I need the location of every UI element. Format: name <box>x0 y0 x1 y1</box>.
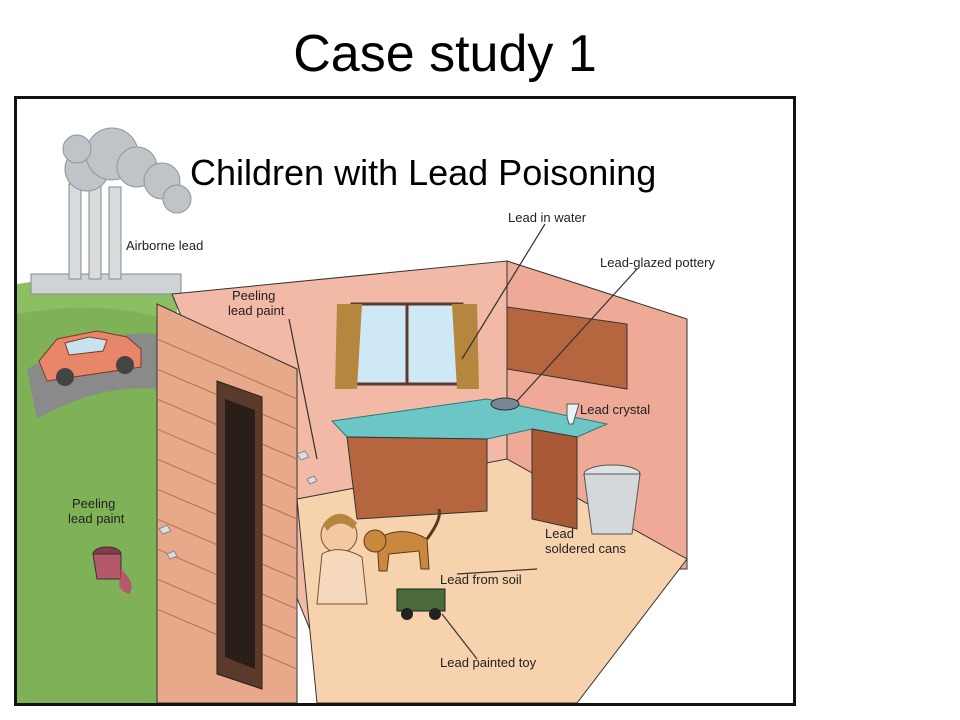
callout-lines <box>288 223 638 660</box>
label-peeling-paint-lower-line1: Peeling <box>72 496 116 511</box>
slide-title: Case study 1 <box>293 25 597 83</box>
curtain-left <box>335 304 362 389</box>
slide-subtitle: Children with Lead Poisoning <box>190 152 657 193</box>
upper-cabinets <box>506 306 628 390</box>
label-peeling-paint-upper-line2: lead paint <box>228 303 285 318</box>
smokestack-middle <box>88 176 102 280</box>
label-lead-in-water: Lead in water <box>508 210 587 225</box>
label-airborne-lead: Airborne lead <box>126 238 204 253</box>
car <box>38 330 142 386</box>
paint-chips <box>158 450 318 560</box>
lower-cabinets-right <box>531 428 578 530</box>
label-peeling-paint-lower-line2: lead paint <box>68 511 125 526</box>
illustration-frame <box>14 96 796 706</box>
crystal-glass <box>566 403 580 425</box>
painted-toy <box>396 588 446 620</box>
factory-base <box>30 273 182 295</box>
label-lead-crystal: Lead crystal <box>580 402 651 417</box>
label-lead-painted-toy: Lead painted toy <box>440 655 537 670</box>
child <box>316 513 368 605</box>
label-peeling-paint-upper-line1: Peeling <box>232 288 276 303</box>
trash-can <box>583 473 641 535</box>
pottery <box>490 397 520 411</box>
curtain-right <box>452 304 479 389</box>
dog <box>363 508 441 572</box>
label-lead-from-soil: Lead from soil <box>440 572 522 587</box>
smokestack-right <box>108 186 122 280</box>
spilled-paint-can <box>92 546 132 594</box>
lower-cabinets-left <box>346 436 488 520</box>
door-screen <box>225 399 255 669</box>
label-lead-soldered-cans-line1: Lead <box>545 526 574 541</box>
smokestack-left <box>68 183 82 280</box>
lead-poisoning-house-illustration <box>17 127 688 703</box>
label-lead-glazed-pottery: Lead-glazed pottery <box>600 255 715 270</box>
smoke-cloud <box>62 127 192 214</box>
label-lead-soldered-cans-line2: soldered cans <box>545 541 626 556</box>
